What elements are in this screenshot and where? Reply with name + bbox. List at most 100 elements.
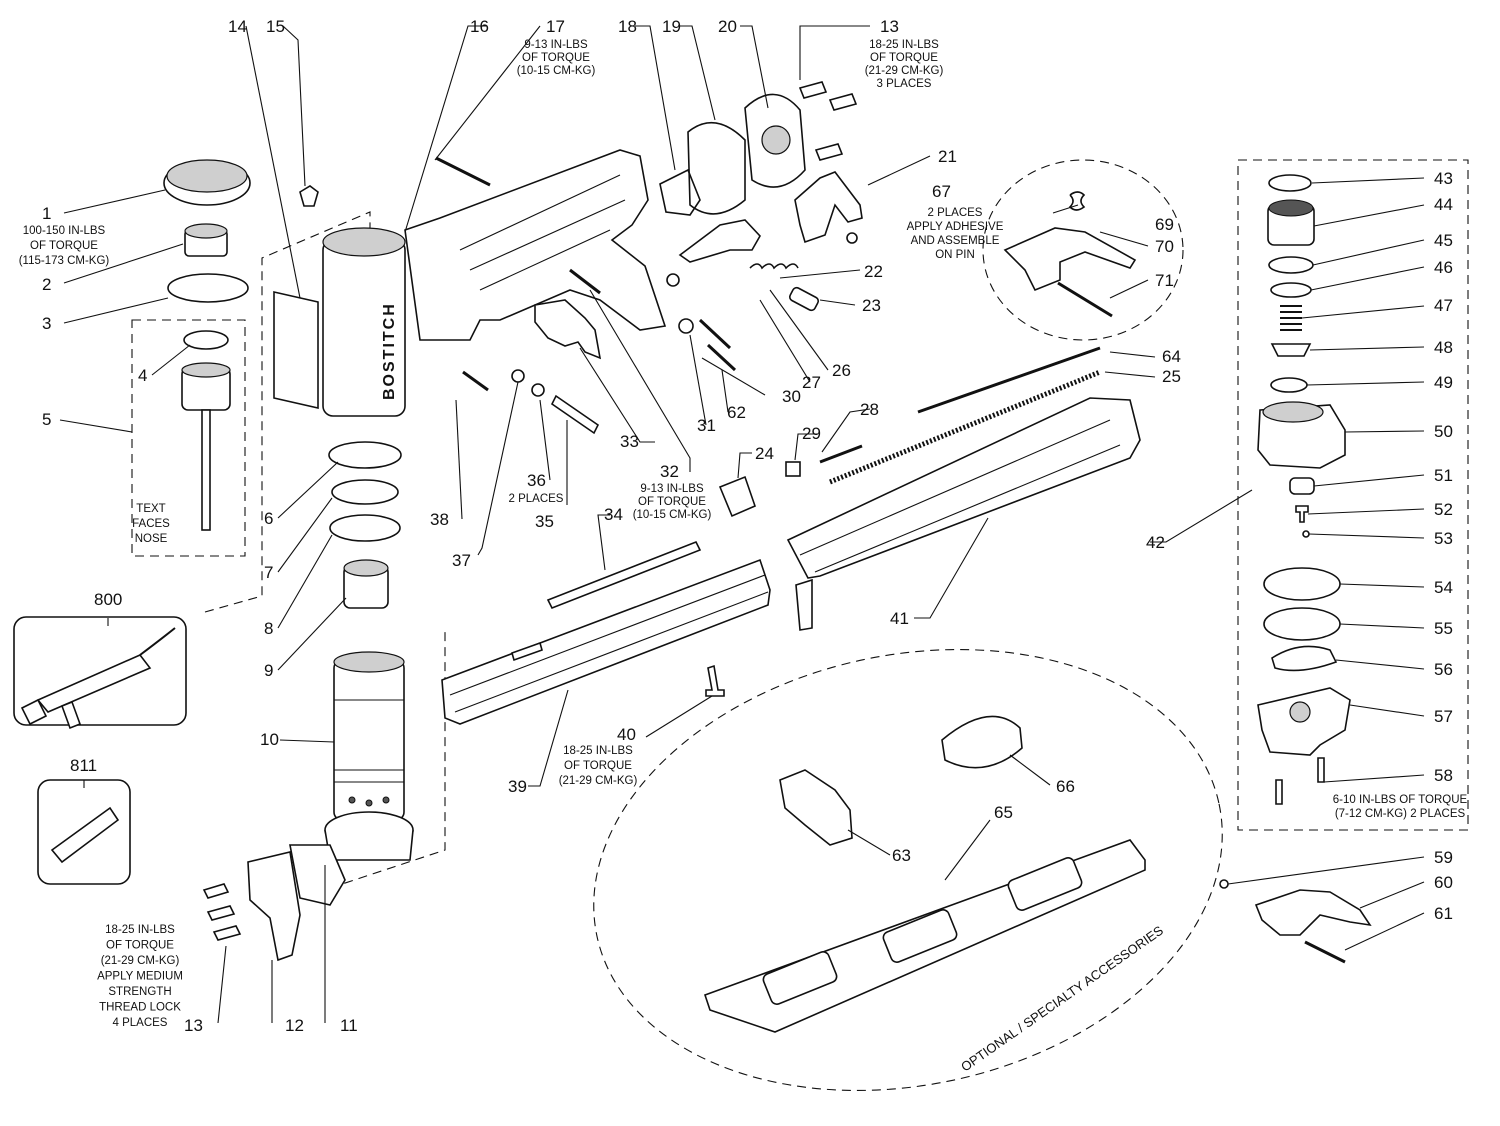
part-21-lever bbox=[794, 171, 863, 244]
part-54-oring bbox=[1263, 567, 1341, 601]
part-19-gasket bbox=[687, 121, 746, 215]
part-62-pin bbox=[706, 343, 737, 372]
callout-70: 70 bbox=[1155, 237, 1174, 256]
callout-64: 64 bbox=[1162, 347, 1181, 366]
note-line: THREAD LOCK bbox=[99, 1002, 181, 1014]
part-4-oring bbox=[183, 330, 229, 350]
callout-28: 28 bbox=[860, 400, 879, 419]
part-38-pin bbox=[462, 370, 489, 392]
callout-26: 26 bbox=[832, 361, 851, 380]
note-58: 6-10 IN-LBS OF TORQUE(7-12 CM-KG) 2 PLAC… bbox=[1333, 794, 1468, 820]
callout-labels: 1 2 3 4 5 6 7 8 9 10 11 12 13 13 14 15 1… bbox=[42, 17, 1453, 1035]
callout-38: 38 bbox=[430, 510, 449, 529]
part-48-seal bbox=[1270, 343, 1312, 357]
part-12-nose bbox=[247, 851, 301, 962]
note-line: TEXT bbox=[136, 503, 165, 515]
callout-15: 15 bbox=[266, 17, 285, 36]
callout-3: 3 bbox=[42, 314, 51, 333]
note-line: 18-25 IN-LBS bbox=[105, 924, 175, 936]
callout-30: 30 bbox=[782, 387, 801, 406]
part-15-clip bbox=[299, 185, 319, 207]
callout-34: 34 bbox=[604, 505, 623, 524]
part-811-lubricant-tube bbox=[37, 779, 131, 885]
part-37-oring bbox=[511, 369, 525, 383]
note-line: 100-150 IN-LBS bbox=[23, 225, 106, 237]
accessories-oval bbox=[593, 649, 1223, 1091]
part-9-seal bbox=[343, 559, 389, 609]
part-69-spring bbox=[1068, 191, 1086, 211]
callout-8: 8 bbox=[264, 619, 273, 638]
callout-45: 45 bbox=[1434, 231, 1453, 250]
part-30-pin bbox=[698, 318, 732, 350]
part-46-oring bbox=[1270, 282, 1312, 298]
note-line: 9-13 IN-LBS bbox=[524, 39, 588, 51]
callout-2: 2 bbox=[42, 275, 51, 294]
part-53-ball bbox=[1302, 530, 1310, 538]
part-29-block bbox=[785, 461, 801, 477]
callout-13b: 13 bbox=[880, 17, 899, 36]
callout-48: 48 bbox=[1434, 338, 1453, 357]
callout-800: 800 bbox=[94, 590, 122, 609]
part-51-bushing bbox=[1289, 477, 1315, 495]
part-41-magazine bbox=[786, 397, 1141, 631]
part-39-guide bbox=[441, 558, 771, 725]
part-28-rod bbox=[819, 444, 863, 464]
note-line: (7-12 CM-KG) 2 PLACES bbox=[1335, 808, 1466, 820]
note-36: 2 PLACES bbox=[509, 493, 564, 505]
callout-53: 53 bbox=[1434, 529, 1453, 548]
callout-43: 43 bbox=[1434, 169, 1453, 188]
latch-detail-circle bbox=[982, 159, 1184, 341]
part-2-bumper bbox=[184, 223, 228, 257]
callout-58: 58 bbox=[1434, 766, 1453, 785]
part-45-oring bbox=[1268, 256, 1314, 274]
part-36-oring bbox=[531, 383, 545, 397]
callout-46: 46 bbox=[1434, 258, 1453, 277]
part-60-latch bbox=[1254, 889, 1372, 936]
note-line: AND ASSEMBLE bbox=[911, 235, 1000, 247]
callout-4: 4 bbox=[138, 366, 147, 385]
part-6-oring bbox=[328, 441, 402, 469]
note-line: (21-29 CM-KG) bbox=[559, 775, 638, 787]
callout-1: 1 bbox=[42, 204, 51, 223]
callout-811: 811 bbox=[70, 756, 97, 775]
note-line: FACES bbox=[132, 518, 170, 530]
callout-59: 59 bbox=[1434, 848, 1453, 867]
callout-12: 12 bbox=[285, 1016, 304, 1035]
note-line: (10-15 CM-KG) bbox=[633, 509, 712, 521]
callout-54: 54 bbox=[1434, 578, 1453, 597]
part-70-latch bbox=[1003, 227, 1137, 292]
part-49-oring bbox=[1270, 377, 1308, 393]
part-32-screw bbox=[569, 268, 601, 295]
callout-27: 27 bbox=[802, 373, 821, 392]
callout-44: 44 bbox=[1434, 195, 1453, 214]
part-800-oil-applicator bbox=[13, 616, 187, 730]
callout-14: 14 bbox=[228, 17, 247, 36]
part-13-screws-upper bbox=[798, 81, 858, 161]
callout-67: 67 bbox=[932, 182, 951, 201]
callout-18: 18 bbox=[618, 17, 637, 36]
part-43-oring bbox=[1268, 174, 1312, 192]
note-line: OF TORQUE bbox=[564, 760, 632, 772]
part-27-nut bbox=[666, 273, 680, 287]
part-16-body: BOSTITCH bbox=[322, 149, 667, 417]
note-line: OF TORQUE bbox=[30, 240, 98, 252]
part-11-plate bbox=[289, 844, 346, 906]
part-56-gasket bbox=[1271, 645, 1338, 672]
part-23-sleeve bbox=[788, 286, 820, 312]
callout-19: 19 bbox=[662, 17, 681, 36]
brand-text: BOSTITCH bbox=[381, 302, 398, 400]
note-line: OF TORQUE bbox=[870, 52, 938, 64]
part-33-bracket bbox=[534, 299, 602, 360]
part-55-oring bbox=[1263, 607, 1341, 641]
part-61-pin bbox=[1304, 940, 1346, 964]
callout-7: 7 bbox=[264, 563, 273, 582]
part-57-base bbox=[1257, 687, 1351, 756]
callout-52: 52 bbox=[1434, 500, 1453, 519]
note-line: STRENGTH bbox=[108, 986, 171, 998]
part-66-cap bbox=[941, 715, 1023, 769]
callout-65: 65 bbox=[994, 803, 1013, 822]
part-44-valve-cap bbox=[1267, 199, 1315, 246]
